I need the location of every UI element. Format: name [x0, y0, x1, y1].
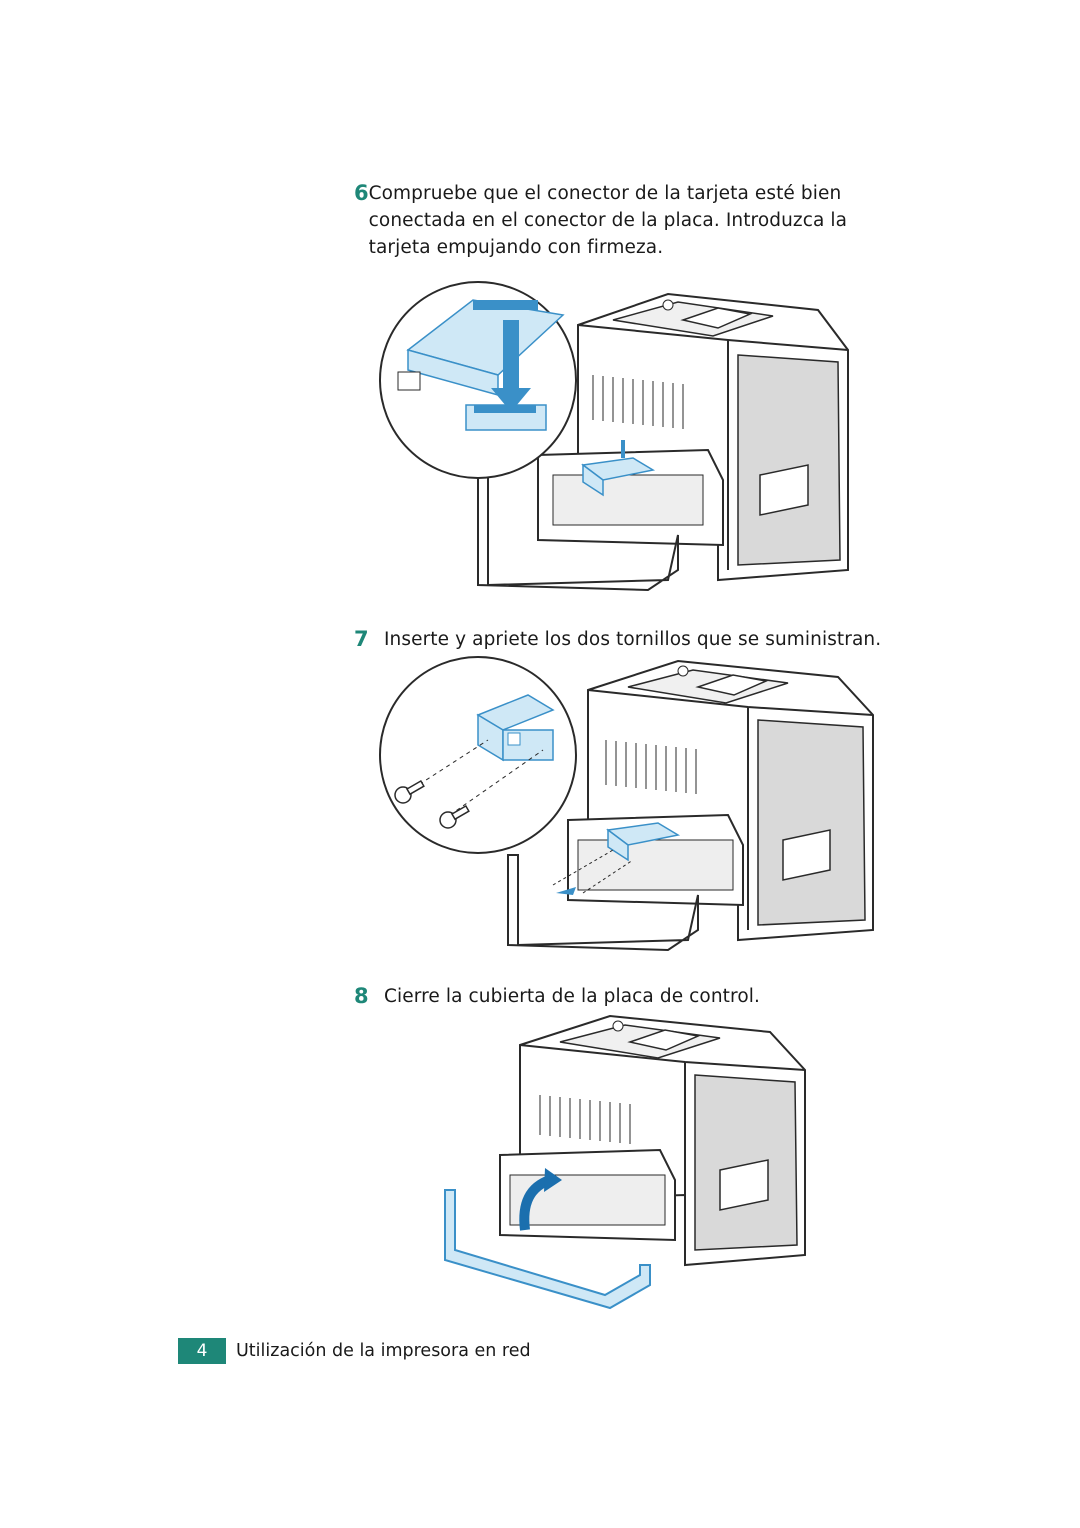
step-instruction: Compruebe que el conector de la tarjeta …: [368, 183, 848, 258]
footer-title: Utilización de la impresora en red: [236, 1341, 531, 1361]
printer-card-insert-illustration: [378, 280, 868, 595]
printer-screws-illustration: [378, 655, 888, 955]
step-7: 7 Inserte y apriete los dos tornillos qu…: [354, 626, 914, 653]
step-number: 6: [354, 181, 369, 205]
step-instruction: Inserte y apriete los dos tornillos que …: [384, 629, 882, 650]
step-instruction: Cierre la cubierta de la placa de contro…: [384, 986, 760, 1007]
step-number: 8: [354, 984, 369, 1008]
printer-cover-close-illustration: [440, 1010, 820, 1310]
page-number: 4: [178, 1338, 226, 1364]
step-number: 7: [354, 627, 369, 651]
step-6: 6 Compruebe que el conector de la tarjet…: [354, 180, 914, 261]
step-8: 8 Cierre la cubierta de la placa de cont…: [354, 983, 914, 1010]
